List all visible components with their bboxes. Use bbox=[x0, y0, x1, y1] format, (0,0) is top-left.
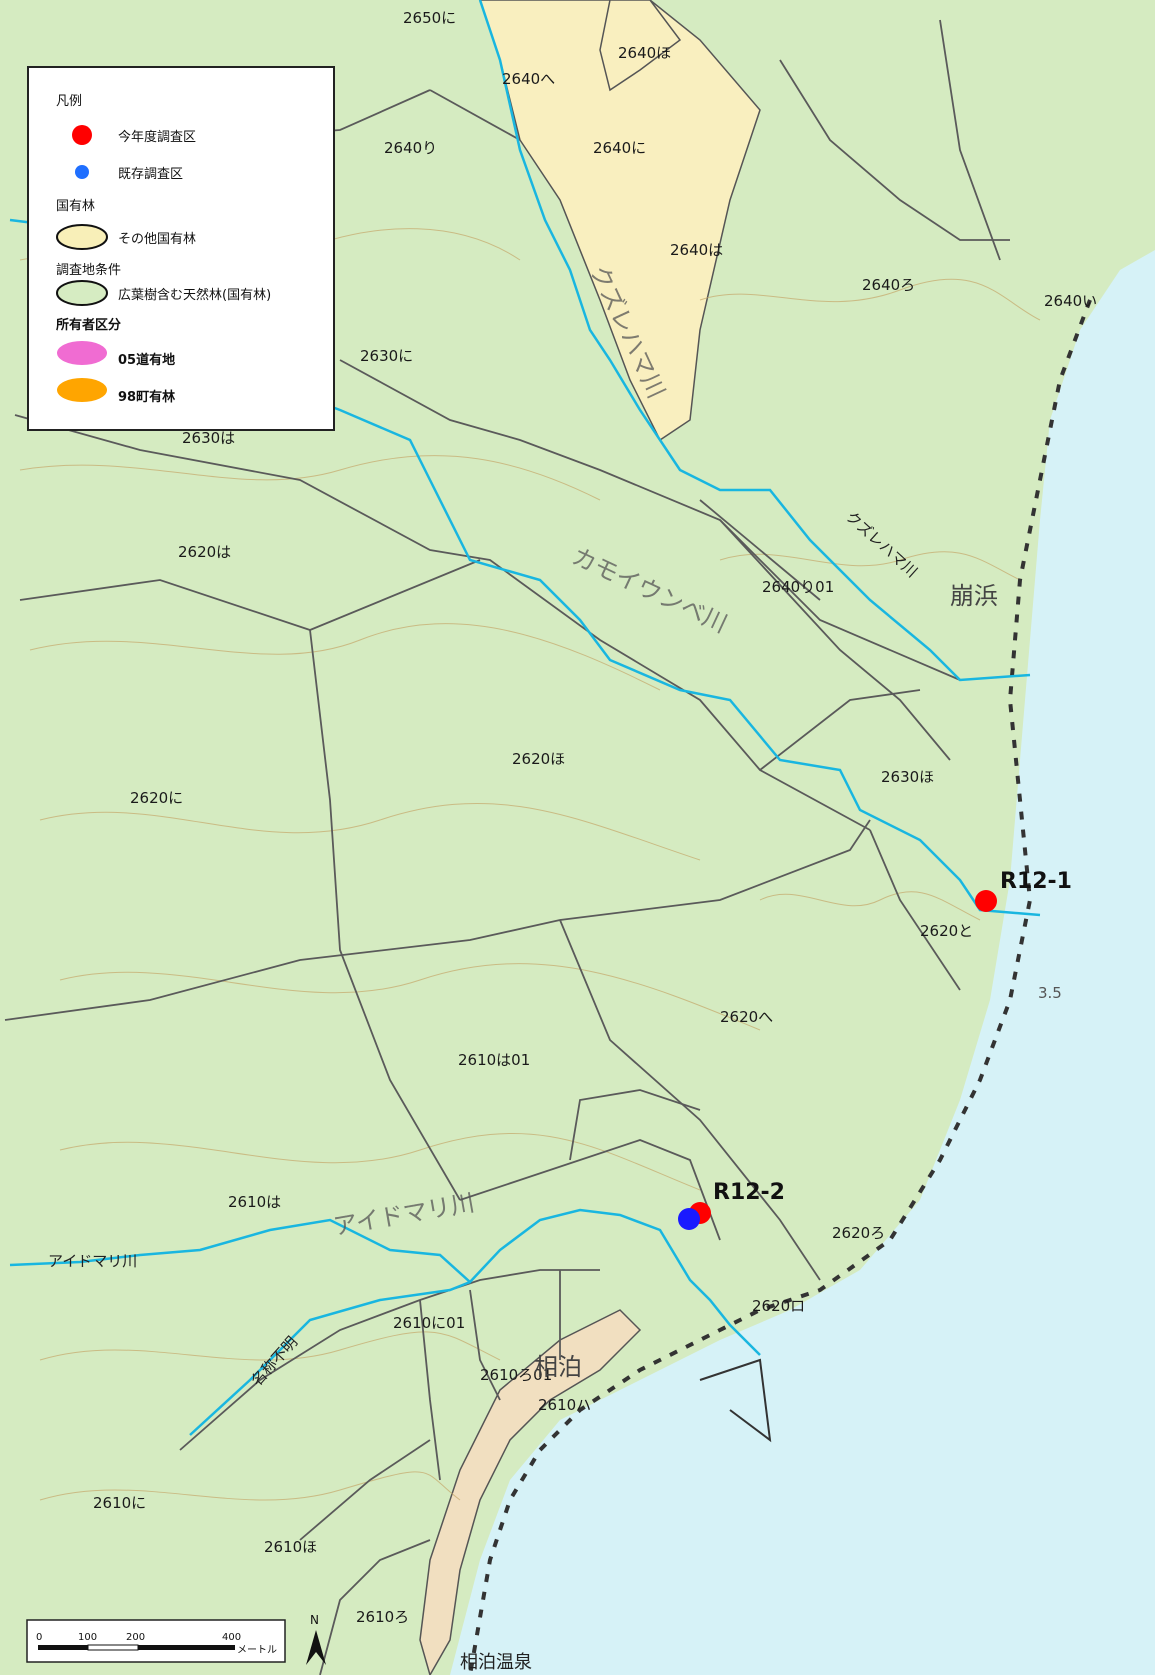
parcel-label: 2640い bbox=[1044, 292, 1097, 310]
parcel-label: 2610ほ bbox=[264, 1538, 317, 1556]
parcel-labels: 2650に 2640ほ 2640へ 2640り 2640に 2640は 2640… bbox=[93, 9, 1097, 1626]
other-national-forest-3 bbox=[419, 1309, 642, 1675]
scale-bar-box bbox=[26, 1619, 286, 1663]
legend-prefectural-swatch bbox=[57, 341, 107, 365]
legend-town-swatch bbox=[57, 378, 107, 402]
parcel-label: 2640へ bbox=[502, 70, 555, 88]
place-onsen: 相泊温泉 bbox=[460, 1652, 532, 1673]
river-label-aidomari: アイドマリ川 bbox=[48, 1252, 137, 1270]
legend-section-condition: 調査地条件 bbox=[56, 262, 121, 278]
place-aidomari: 相泊 bbox=[534, 1353, 582, 1381]
current-survey-marker[interactable] bbox=[975, 890, 997, 912]
legend-broadleaf-label: 広葉樹含む天然林(国有林) bbox=[118, 287, 271, 303]
parcel-label: 2630に bbox=[360, 347, 413, 365]
parcel-label: 2640は bbox=[670, 241, 723, 259]
legend-current-marker bbox=[72, 125, 92, 145]
compartment-boundaries bbox=[4, 19, 1010, 1675]
scale-tick-200: 200 bbox=[126, 1632, 145, 1643]
legend-broadleaf-swatch bbox=[56, 280, 108, 306]
legend-town-label: 98町有林 bbox=[118, 389, 175, 405]
parcel-label: 2610ハ bbox=[538, 1396, 591, 1414]
parcel-label: 2620ロ bbox=[752, 1297, 805, 1315]
north-arrow: N bbox=[306, 1613, 326, 1665]
parcel-label: 2610ろ bbox=[356, 1608, 409, 1626]
legend-prefectural-label: 05道有地 bbox=[118, 352, 175, 368]
legend-existing-label: 既存調査区 bbox=[118, 167, 183, 182]
survey-site-r12-1[interactable]: R12-1 bbox=[975, 869, 1072, 912]
legend-other-national-swatch bbox=[56, 224, 108, 250]
parcel-label: 2620ほ bbox=[512, 750, 565, 768]
north-arrow-icon bbox=[306, 1630, 326, 1665]
scale-tick-0: 0 bbox=[36, 1632, 42, 1643]
north-label: N bbox=[310, 1613, 319, 1627]
legend-existing-marker bbox=[75, 165, 89, 179]
site-label: R12-1 bbox=[1000, 869, 1072, 894]
scale-unit: メートル bbox=[237, 1645, 277, 1656]
scale-segment-3 bbox=[138, 1645, 235, 1650]
parcel-label: 2620は bbox=[178, 543, 231, 561]
scale-tick-400: 400 bbox=[222, 1632, 241, 1643]
coastal-road bbox=[468, 299, 1092, 1675]
sea-area bbox=[450, 250, 1155, 1675]
site-label: R12-2 bbox=[713, 1180, 785, 1205]
legend-title: 凡例 bbox=[56, 94, 82, 109]
legend-section-owner: 所有者区分 bbox=[56, 317, 121, 333]
parcel-label: 2610に01 bbox=[393, 1314, 465, 1332]
harbor-pier bbox=[699, 1358, 772, 1443]
scale-tick-100: 100 bbox=[78, 1632, 97, 1643]
scale-bar: 0 100 200 400 メートル bbox=[26, 1619, 286, 1663]
legend-other-national-label: その他国有林 bbox=[118, 232, 196, 247]
parcel-label: 2640ろ bbox=[862, 276, 915, 294]
parcel-label: 2650に bbox=[403, 9, 456, 27]
parcel-label: 2610に bbox=[93, 1494, 146, 1512]
parcel-label: 2620へ bbox=[720, 1008, 773, 1026]
other-national-forest-2 bbox=[599, 0, 682, 92]
scale-segment-2 bbox=[87, 1644, 139, 1651]
legend-current-label: 今年度調査区 bbox=[118, 129, 196, 145]
parcel-label: 2640り bbox=[384, 139, 437, 157]
parcel-label: 2630は bbox=[182, 429, 235, 447]
parcel-label: 2610ろ01 bbox=[480, 1366, 552, 1384]
survey-site-r12-2[interactable]: R12-2 bbox=[678, 1180, 785, 1230]
place-kuzurehama: 崩浜 bbox=[950, 582, 998, 610]
parcel-label: 2640ほ bbox=[618, 44, 671, 62]
legend: 凡例 今年度調査区 既存調査区 国有林 その他国有林 調査地条件 広葉樹含む天然… bbox=[27, 66, 335, 431]
existing-survey-marker[interactable] bbox=[678, 1208, 700, 1230]
parcel-label: 2630ほ bbox=[881, 768, 934, 786]
parcel-label: 2620ろ bbox=[832, 1224, 885, 1242]
legend-section-national: 国有林 bbox=[56, 199, 95, 214]
scale-segment-1 bbox=[38, 1645, 88, 1650]
elevation-label: 3.5 bbox=[1038, 984, 1062, 1002]
parcel-label: 2610は01 bbox=[458, 1051, 530, 1069]
parcel-label: 2620と bbox=[920, 922, 973, 940]
parcel-label: 2640り01 bbox=[762, 578, 834, 596]
parcel-label: 2610は bbox=[228, 1193, 281, 1211]
parcel-label: 2640に bbox=[593, 139, 646, 157]
parcel-label: 2620に bbox=[130, 789, 183, 807]
